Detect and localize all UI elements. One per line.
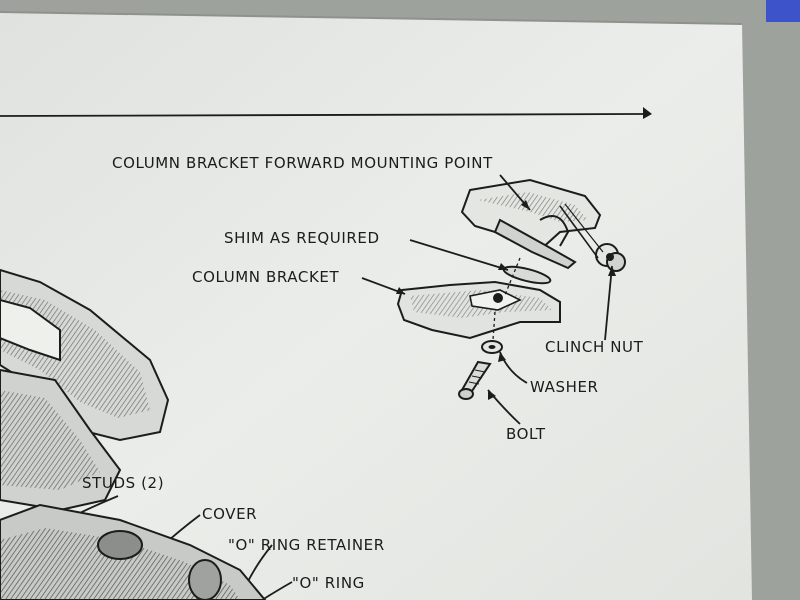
steering-column-assembly [0,268,267,600]
washer-part [481,311,503,354]
label-forward-mounting-point: COLUMN BRACKET FORWARD MOUNTING POINT [112,154,493,172]
screen-corner-accent [766,0,800,22]
label-shim: SHIM AS REQUIRED [224,229,380,247]
label-o-ring-retainer: "O" RING RETAINER [228,536,385,554]
leader-shim [409,239,509,271]
leader-arrowheads [396,200,616,400]
paper-sheet [0,12,752,600]
column-bracket-part [396,257,561,340]
label-studs: STUDS (2) [82,474,165,492]
label-cover: COVER [202,505,258,523]
label-o-ring: "O" RING [292,574,365,592]
label-bolt: BOLT [506,425,546,443]
section-rule [0,113,646,117]
leader-clinch-nut [604,265,613,341]
bolt-part [458,360,492,400]
forward-mounting-point-part [460,178,602,270]
section-rule-arrow-icon [643,107,652,119]
label-column-bracket: COLUMN BRACKET [192,268,340,286]
paper-top-edge [0,11,743,25]
label-clinch-nut: CLINCH NUT [545,338,644,356]
label-washer: WASHER [530,378,599,396]
